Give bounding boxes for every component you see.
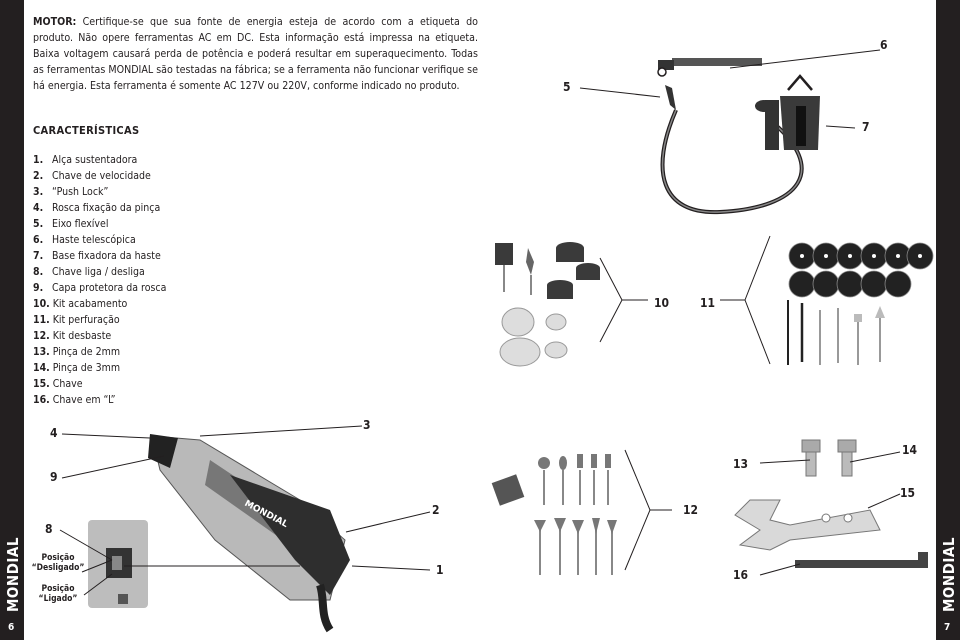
motor-paragraph: MOTOR: Certifique-se que sua fonte de en… [33, 14, 478, 94]
feature-item: 7. Base fixadora da haste [33, 250, 161, 262]
callout-6: 6 [880, 38, 888, 52]
page-number-left: 6 [8, 622, 15, 633]
callout-leader-lines [59, 49, 901, 596]
feature-item: 12. Kit desbaste [33, 330, 112, 342]
position-on-label: Posição “Ligado” [38, 584, 78, 604]
callout-9: 9 [50, 470, 58, 484]
feature-item: 2. Chave de velocidade [33, 170, 151, 182]
callout-13: 13 [733, 457, 749, 471]
motor-label: MOTOR: [33, 16, 77, 28]
feature-item: 13. Pinça de 2mm [33, 346, 121, 358]
callout-1: 1 [436, 563, 444, 577]
callout-10: 10 [654, 296, 670, 310]
callout-11: 11 [700, 296, 716, 310]
features-list: 1. Alça sustentadora 2. Chave de velocid… [33, 152, 166, 408]
feature-item: 3. “Push Lock” [33, 186, 109, 198]
feature-item: 16. Chave em “L” [33, 394, 116, 406]
rotary-tool-illustration: MONDIAL [88, 434, 350, 633]
right-sidebar-band: MONDIAL 7 [936, 0, 960, 640]
callout-2: 2 [432, 503, 440, 517]
feature-item: 9. Capa protetora da rosca [33, 282, 167, 294]
feature-item: 6. Haste telescópica [33, 234, 136, 246]
motor-text: Certifique-se que sua fonte de energia e… [33, 16, 478, 92]
left-sidebar-band: MONDIAL 6 [0, 0, 24, 640]
callout-16: 16 [733, 568, 749, 582]
feature-item: 4. Rosca fixação da pinça [33, 202, 161, 214]
flexible-shaft-illustration [657, 58, 820, 215]
feature-item: 10. Kit acabamento [33, 298, 128, 310]
collets-wrench-illustration [734, 439, 928, 568]
feature-item: 15. Chave [33, 378, 83, 390]
feature-item: 14. Pinça de 3mm [33, 362, 121, 374]
feature-item: 8. Chave liga / desliga [33, 266, 145, 278]
callout-14: 14 [902, 443, 918, 457]
callout-3: 3 [363, 418, 371, 432]
page-number-right: 7 [944, 622, 951, 633]
callout-7: 7 [862, 120, 870, 134]
grinding-kit-illustration [491, 449, 672, 575]
kit-bracket-lines [599, 235, 771, 365]
features-title: CARACTERÍSTICAS [33, 124, 140, 137]
position-off-label: Posição “Desligado” [31, 553, 85, 573]
callout-8: 8 [45, 522, 53, 536]
feature-item: 5. Eixo flexível [33, 218, 109, 230]
callout-5: 5 [563, 80, 571, 94]
feature-item: 11. Kit perfuração [33, 314, 120, 326]
feature-item: 1. Alça sustentadora [33, 154, 138, 166]
callout-4: 4 [50, 426, 58, 440]
drilling-kit-illustration [787, 242, 934, 365]
callout-12: 12 [683, 503, 699, 517]
callout-15: 15 [900, 486, 916, 500]
finishing-kit-illustration [495, 242, 600, 367]
